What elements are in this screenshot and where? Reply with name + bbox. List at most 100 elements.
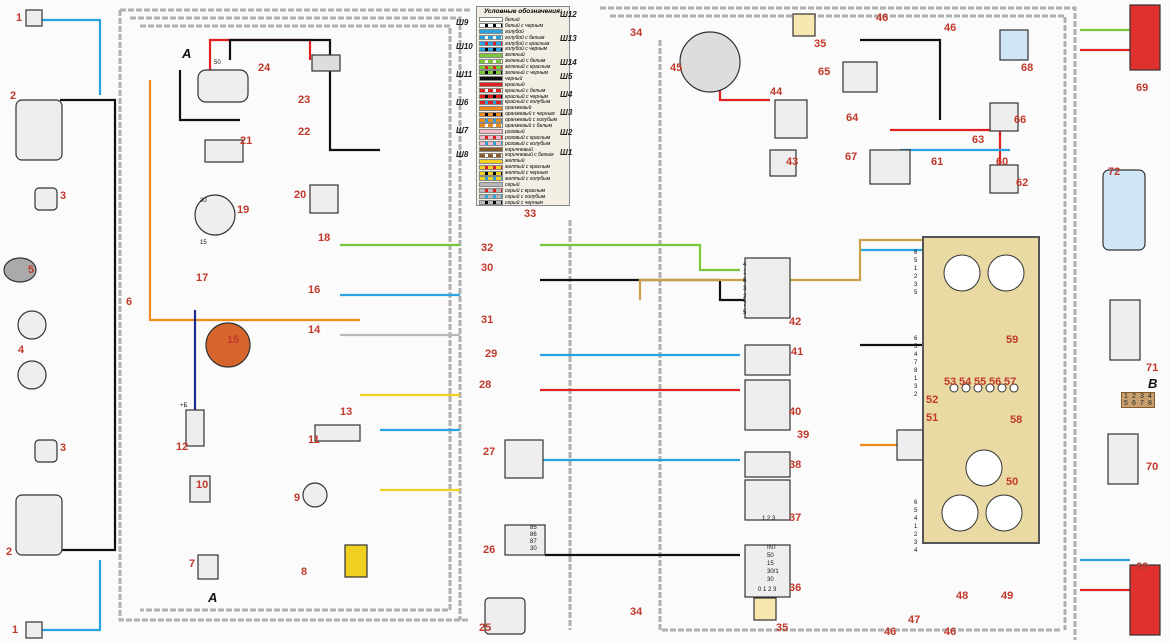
- legend-item: красный с белым: [479, 88, 566, 94]
- cluster-pin: 6: [914, 336, 918, 342]
- connector-label: Ш1: [560, 148, 573, 157]
- block-40: [744, 379, 791, 431]
- lamps-70: [1107, 433, 1139, 485]
- solenoid-10: [189, 475, 211, 503]
- wire-color-swatch: [479, 41, 503, 46]
- switch-67: [869, 149, 911, 185]
- legend-item: серый с черным: [479, 199, 566, 206]
- legend-item: голубой с черным: [479, 46, 566, 52]
- relay-20: [309, 184, 339, 214]
- legend-item-label: желтый с голубым: [505, 176, 551, 182]
- ignition-switch-pin: 30: [767, 577, 774, 583]
- relay-38: [744, 451, 791, 478]
- legend-item-label: голубой: [505, 28, 524, 35]
- wire-color-swatch: [479, 76, 503, 82]
- component-number-label: 57: [1004, 376, 1017, 388]
- component-number-label: 69: [1136, 82, 1149, 94]
- component-number-label: 67: [845, 151, 858, 163]
- legend-item: голубой с красным: [479, 40, 566, 47]
- washer-motor-top: [34, 187, 58, 211]
- component-number-label: 1: [12, 624, 19, 636]
- component-number-label: 31: [481, 314, 494, 326]
- wire-color-swatch: [479, 29, 503, 35]
- cluster-pin: 7: [914, 360, 918, 366]
- block-42-pin: 3: [743, 286, 747, 292]
- component-number-label: 21: [240, 135, 253, 147]
- cluster-pin: 6: [914, 250, 918, 256]
- component-number-label: 24: [258, 62, 271, 74]
- legend-item: розовый с голубым: [479, 140, 566, 147]
- wire-color-swatch: [479, 94, 503, 100]
- connector-label: Ш6: [456, 98, 469, 107]
- wire-color-swatch: [479, 158, 503, 164]
- wire-color-swatch: [479, 135, 503, 141]
- connector-label: Ш7: [456, 126, 469, 135]
- hazard-switch-27: [504, 439, 544, 479]
- legend-item-label: розовый с голубым: [505, 140, 551, 147]
- generator-terminal: 15: [200, 240, 207, 246]
- component-number-label: 44: [770, 86, 783, 98]
- components: [3, 4, 1161, 639]
- legend-item-label: голубой с красным: [505, 40, 550, 47]
- starter: [197, 69, 249, 103]
- component-number-label: 41: [791, 346, 804, 358]
- component-number-label: 46: [944, 22, 957, 34]
- relay-26-pin: 87: [530, 539, 537, 545]
- component-number-label: 17: [196, 272, 209, 284]
- component-number-label: 69: [1136, 561, 1149, 573]
- legend-item-label: оранжевый с черным: [505, 111, 555, 118]
- legend-item-label: желтый: [505, 158, 525, 165]
- block-42-pin: 4: [743, 262, 747, 268]
- connector-label: Ш10: [456, 42, 473, 51]
- legend-item: оранжевый с голубым: [479, 117, 566, 123]
- component-number-label: 61: [931, 156, 944, 168]
- connector-letter-label: A: [208, 590, 218, 605]
- legend-item: оранжевый с белым: [479, 122, 566, 129]
- wire-color-swatch: [479, 200, 503, 206]
- legend-item-label: оранжевый с белым: [505, 122, 553, 129]
- legend-item-label: красный с голубым: [505, 99, 551, 106]
- ignition-coil: [185, 409, 205, 447]
- component-number-label: 36: [789, 582, 802, 594]
- connector-label: Ш14: [560, 58, 577, 67]
- component-number-label: 34: [630, 606, 643, 618]
- legend-item-label: серый: [505, 181, 520, 188]
- cluster-pin: 5: [914, 344, 918, 350]
- component-number-label: 20: [294, 189, 307, 201]
- cluster-pin: 3: [914, 540, 918, 546]
- legend-item: желтый с голубым: [479, 176, 566, 182]
- wire-color-swatch: [479, 117, 503, 123]
- component-number-label: 53: [944, 376, 957, 388]
- component-number-label: 51: [926, 412, 939, 424]
- legend-item: серый: [479, 181, 566, 188]
- washer-motor-bottom: [34, 439, 58, 463]
- connector-label: Ш12: [560, 10, 577, 19]
- legend-item-label: желтый с красным: [505, 164, 551, 171]
- cluster-pin: 2: [914, 532, 918, 538]
- legend-item: желтый с черным: [479, 170, 566, 176]
- wire-color-swatch: [479, 152, 503, 158]
- component-number-label: 52: [926, 394, 939, 406]
- wire-color-swatch: [479, 147, 503, 153]
- component-number-label: 42: [789, 316, 802, 328]
- legend-item: серый с голубым: [479, 193, 566, 200]
- connector-b-pin: 6: [1132, 400, 1136, 407]
- component-number-label: 1: [16, 12, 23, 24]
- component-number-label: 58: [1010, 414, 1023, 426]
- legend-item: желтый: [479, 158, 566, 165]
- relay-23: [311, 54, 341, 72]
- component-number-label: 12: [176, 441, 189, 453]
- component-number-label: 35: [776, 622, 789, 634]
- connector-8: [344, 544, 368, 578]
- connector-label: Ш4: [560, 90, 573, 99]
- wire-color-swatch: [479, 188, 503, 194]
- relay-26: [504, 524, 546, 556]
- relay-26-pin: 85: [530, 525, 537, 531]
- legend-item-label: серый с голубым: [505, 193, 546, 200]
- ignition-switch-36: [744, 544, 791, 598]
- legend-item: красный с черным: [479, 94, 566, 100]
- legend-item-label: серый с черным: [505, 199, 543, 206]
